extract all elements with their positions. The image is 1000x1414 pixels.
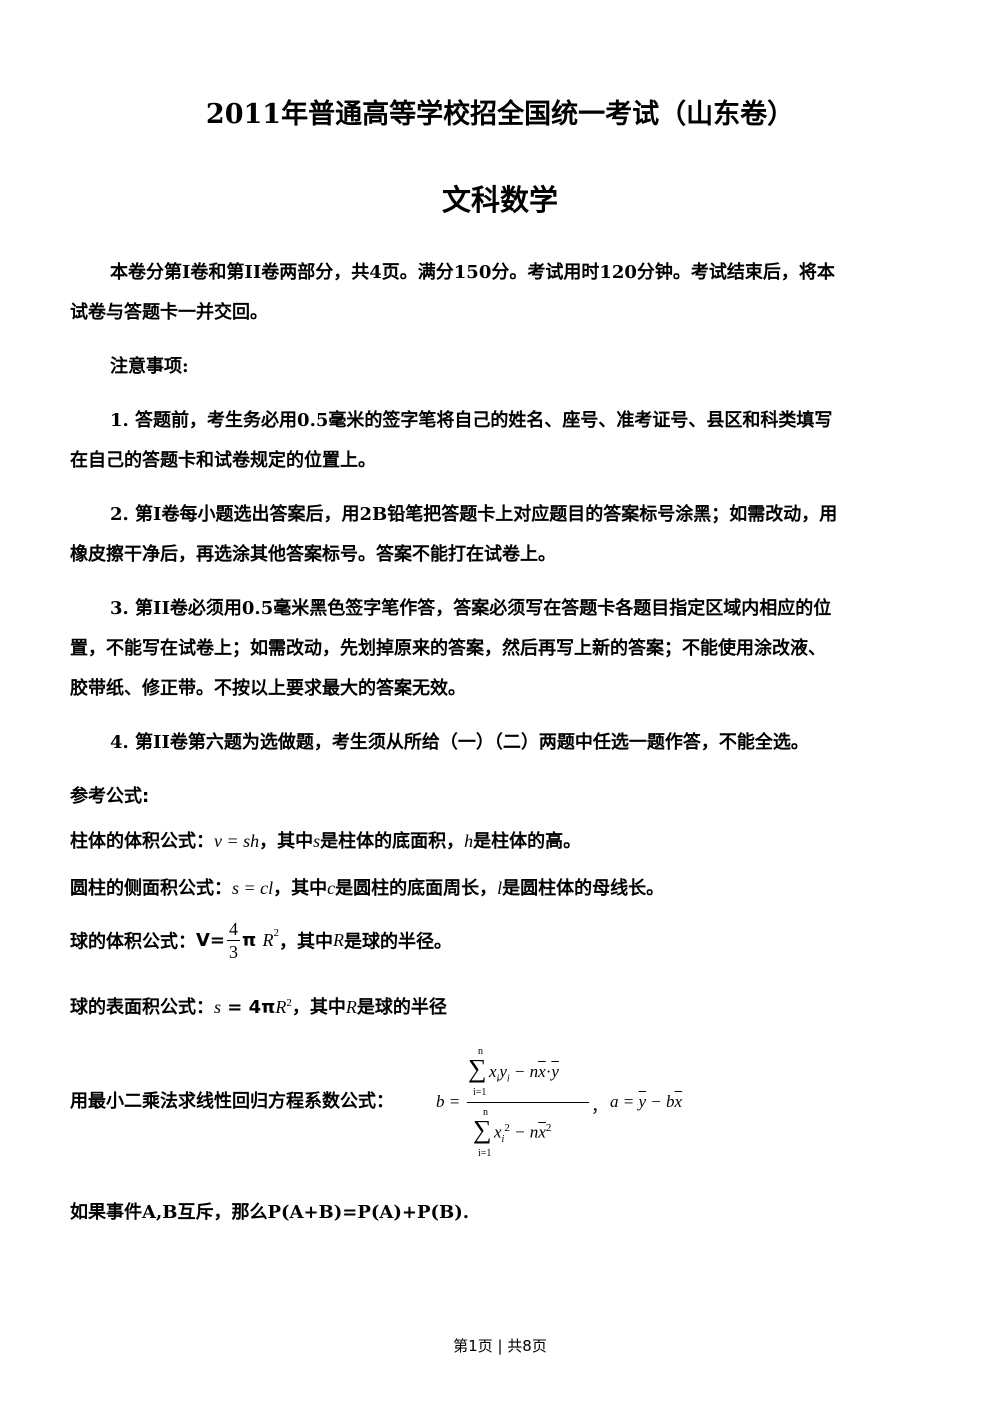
note-3-line-2: 置，不能写在试卷上；如需改动，先划掉原来的答案，然后再写上新的答案；不能使用涂改…	[70, 638, 826, 659]
num-sigma: ∑	[468, 1054, 487, 1083]
cylinder-volume-text2: 是柱体的高。	[473, 831, 582, 852]
cylinder-lateral-var-l: l	[497, 878, 503, 898]
cylinder-lateral-text2: 是圆柱体的母线长。	[502, 878, 665, 899]
page-footer: 第1页 | 共8页	[453, 1337, 547, 1355]
cylinder-volume-formula: 柱体的体积公式：v = sh，其中s是柱体的底面积，h是柱体的高。	[70, 827, 581, 853]
numerator-expression: xiyi − nx·y	[489, 1062, 559, 1084]
a-equals: a =	[610, 1092, 639, 1111]
num-sub-i: i	[496, 1073, 500, 1085]
den-exp: 2	[504, 1122, 510, 1134]
note-1-line-2: 在自己的答题卡和试卷规定的位置上。	[70, 450, 376, 471]
pi-symbol: π	[242, 930, 257, 951]
num-xbar: x	[538, 1062, 546, 1081]
cylinder-lateral-label: 圆柱的侧面积公式：	[70, 878, 232, 899]
cylinder-volume-mid: ，其中	[259, 831, 314, 852]
sphere-volume-label: 球的体积公式：	[70, 931, 196, 953]
sphere-surface-eq: = 4π	[221, 997, 276, 1018]
fraction-numerator: 4	[227, 919, 241, 941]
b-equals: b =	[436, 1092, 461, 1111]
regression-a-formula: a = y − bx	[610, 1092, 682, 1112]
radius-exponent: 2	[273, 926, 280, 939]
sphere-volume-var: R	[333, 930, 345, 950]
exam-title: 2011年普通高等学校招全国统一考试（山东卷）	[205, 99, 795, 130]
sphere-surface-r: R	[275, 997, 287, 1017]
denominator-expression: xi2 − nx2	[494, 1122, 551, 1145]
cylinder-volume-expr: v = sh	[214, 831, 260, 851]
regression-b-lhs: b =	[436, 1092, 460, 1112]
events-line: 如果事件A,B互斥，那么P(A+B)=P(A)+P(B).	[70, 1202, 470, 1223]
cylinder-volume-var-h: h	[464, 831, 474, 851]
intro-line-2: 试卷与答题卡一并交回。	[70, 302, 268, 323]
note-4-line-1: 4. 第II卷第六题为选做题，考生须从所给（一）（二）两题中任选一题作答，不能全…	[110, 732, 809, 753]
cylinder-volume-var-s: s	[313, 831, 321, 851]
den-sum-top: n	[483, 1107, 488, 1118]
sphere-surface-exp: 2	[286, 997, 292, 1009]
note-3-line-3: 胶带纸、修正带。不按以上要求最大的答案无效。	[70, 678, 466, 699]
num-sum-bottom: i=1	[473, 1087, 487, 1098]
cylinder-lateral-formula: 圆柱的侧面积公式：s = cl，其中c是圆柱的底面周长，l是圆柱体的母线长。	[70, 874, 664, 900]
note-3-line-1: 3. 第II卷必须用0.5毫米黑色签字笔作答，答案必须写在答题卡各题目指定区域内…	[110, 598, 832, 619]
regression-comma: ，	[591, 1097, 608, 1116]
regression-fraction-bar	[467, 1102, 589, 1103]
cylinder-volume-label: 柱体的体积公式：	[70, 831, 214, 852]
a-ybar: y	[638, 1092, 647, 1111]
num-y: y	[499, 1062, 507, 1081]
den-sub-i: i	[501, 1134, 505, 1146]
cylinder-volume-text1: 是柱体的底面积，	[320, 831, 465, 852]
sphere-surface-text: 是球的半径	[356, 997, 447, 1018]
num-ybar: y	[551, 1062, 559, 1081]
sphere-surface-mid: ，其中	[291, 997, 346, 1018]
regression-label: 用最小二乘法求线性回归方程系数公式：	[70, 1091, 394, 1112]
a-xbar: x	[674, 1092, 683, 1111]
note-1-line-1: 1. 答题前，考生务必用0.5毫米的签字笔将自己的姓名、座号、准考证号、县区和科…	[110, 410, 833, 431]
sphere-surface-var: R	[345, 997, 357, 1017]
den-exp2: 2	[545, 1122, 552, 1134]
num-sum-top: n	[478, 1046, 483, 1057]
formulas-heading: 参考公式:	[70, 786, 150, 807]
den-minus-n: − n	[509, 1122, 539, 1142]
num-sub-i2: i	[506, 1073, 510, 1085]
den-sum-bottom: i=1	[478, 1148, 492, 1159]
note-2-line-1: 2. 第I卷每小题选出答案后，用2B铅笔把答题卡上对应题目的答案标号涂黑；如需改…	[110, 504, 838, 525]
den-x: x	[494, 1122, 502, 1142]
a-minus-b: − b	[646, 1092, 675, 1111]
note-2-line-2: 橡皮擦干净后，再选涂其他答案标号。答案不能打在试卷上。	[70, 544, 556, 565]
intro-line-1: 本卷分第I卷和第II卷两部分，共4页。满分150分。考试用时120分钟。考试结束…	[110, 262, 835, 283]
num-dot: ·	[545, 1062, 552, 1081]
sphere-surface-formula: 球的表面积公式：s = 4πR2，其中R是球的半径	[70, 993, 447, 1019]
radius-symbol: R	[262, 930, 274, 950]
fraction-denominator: 3	[229, 942, 239, 962]
sphere-volume-lhs: V=	[196, 930, 226, 951]
sphere-volume-text: 是球的半径。	[344, 931, 453, 953]
notes-heading: 注意事项:	[110, 356, 189, 377]
exam-subtitle: 文科数学	[441, 183, 558, 217]
cylinder-lateral-text1: 是圆柱的底面周长，	[335, 878, 498, 899]
num-x: x	[489, 1062, 497, 1081]
num-minus-n: − n	[509, 1062, 539, 1081]
sphere-surface-label: 球的表面积公式：	[70, 997, 214, 1018]
den-xbar: x	[538, 1122, 546, 1142]
cylinder-lateral-var-c: c	[327, 878, 336, 898]
sphere-volume-mid: ，其中	[279, 931, 334, 953]
den-sigma: ∑	[473, 1115, 492, 1144]
sphere-surface-s: s	[214, 997, 222, 1017]
cylinder-lateral-expr: s = cl	[232, 878, 274, 898]
cylinder-lateral-mid: ，其中	[273, 878, 328, 899]
